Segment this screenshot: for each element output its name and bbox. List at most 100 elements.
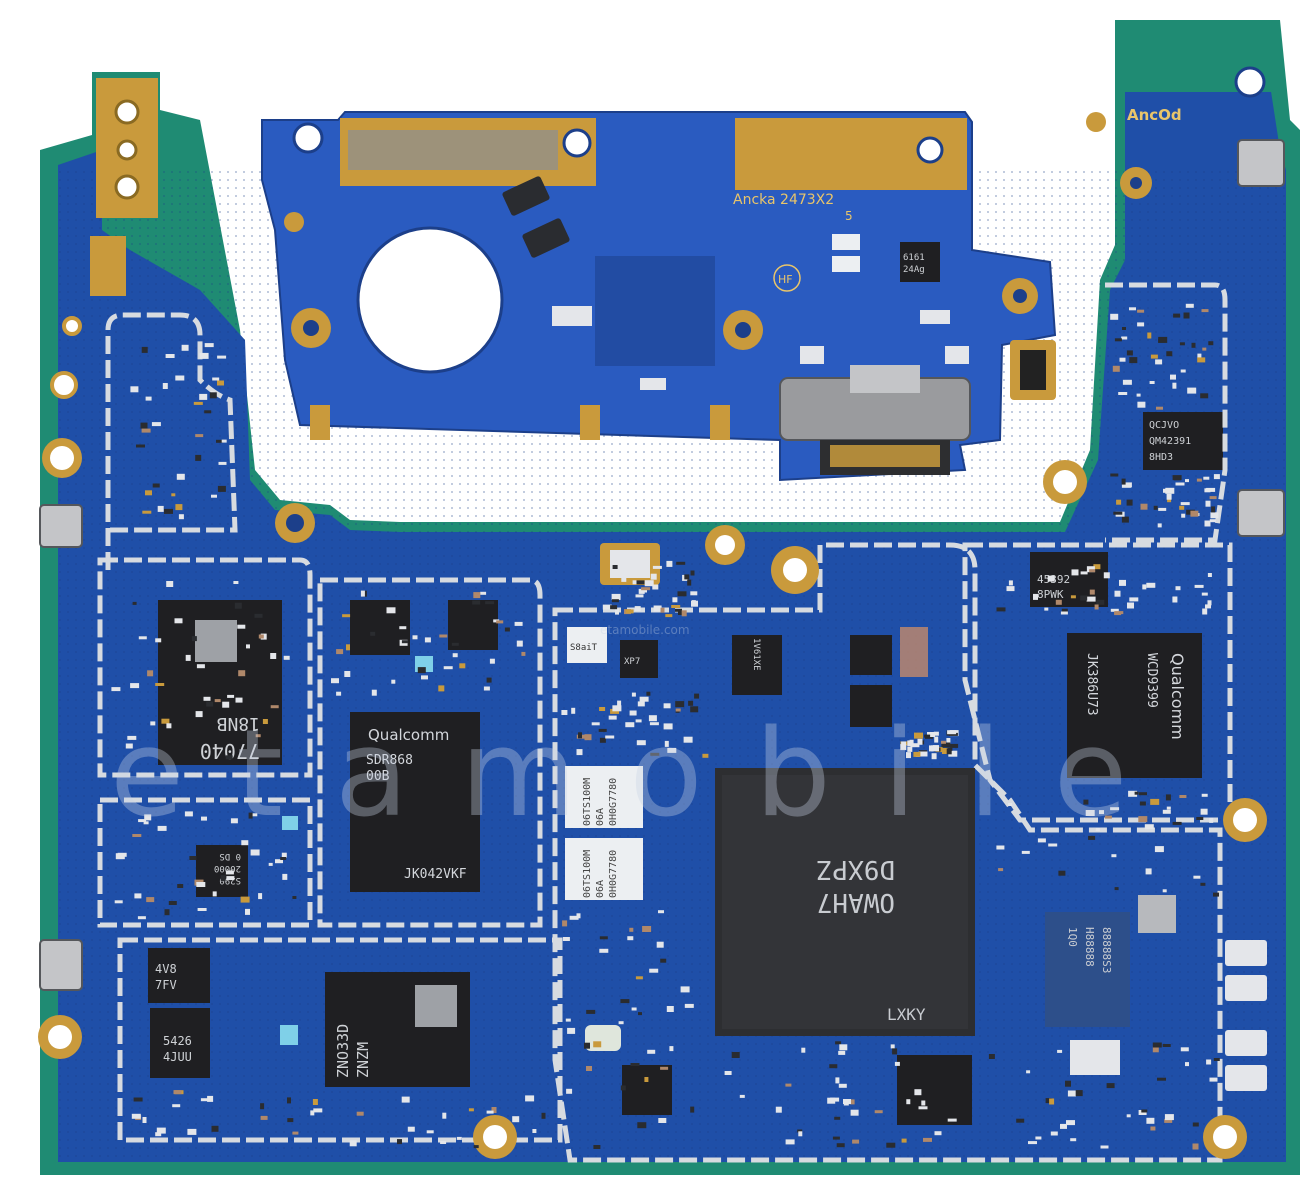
- passive-component: [155, 683, 165, 686]
- passive-component: [1026, 1070, 1031, 1074]
- passive-component: [1088, 835, 1096, 840]
- passive-component: [1121, 516, 1129, 523]
- passive-component: [666, 560, 673, 567]
- passive-component: [217, 485, 226, 492]
- right-ic-l2: QM42391: [1149, 436, 1191, 447]
- passive-component: [1180, 1047, 1189, 1052]
- passive-component: [694, 693, 700, 699]
- passive-component: [270, 653, 277, 659]
- passive-component: [1129, 597, 1139, 602]
- passive-component: [731, 1052, 740, 1058]
- passive-component: [207, 1095, 214, 1102]
- passive-component: [195, 711, 203, 718]
- passive-component: [1093, 564, 1101, 570]
- passive-component: [918, 1106, 928, 1110]
- passive-component: [131, 1113, 141, 1119]
- passive-component: [942, 748, 948, 754]
- passive-component: [152, 483, 160, 488]
- passive-component: [250, 849, 260, 856]
- mid-small-l2: 20000: [214, 863, 241, 873]
- passive-component: [615, 608, 619, 615]
- passive-component: [356, 1111, 364, 1116]
- passive-component: [1080, 595, 1088, 601]
- passive-component: [1196, 817, 1204, 820]
- pmic-a-l2: 7FV: [155, 978, 177, 992]
- passive-component: [931, 753, 937, 760]
- passive-component: [567, 1027, 576, 1034]
- passive-component: [1179, 795, 1187, 798]
- passive-component: [1154, 846, 1164, 853]
- passive-component: [892, 1048, 898, 1055]
- passive-component: [473, 1145, 479, 1149]
- right-ic-l1: QCJVO: [1149, 420, 1179, 431]
- passive-component: [360, 590, 365, 597]
- passive-component: [650, 752, 660, 756]
- passive-component: [115, 853, 125, 860]
- passive-component: [1085, 810, 1095, 816]
- usb-c-port: [779, 365, 971, 475]
- passive-component: [1114, 338, 1122, 342]
- passive-component: [1175, 482, 1185, 486]
- passive-component: [610, 708, 620, 714]
- passive-component: [241, 840, 249, 846]
- passive-component: [894, 1061, 900, 1066]
- passive-component: [1137, 322, 1145, 327]
- passive-component: [151, 422, 161, 427]
- passive-component: [914, 1089, 922, 1096]
- passive-component: [248, 812, 253, 819]
- passive-component: [175, 504, 183, 511]
- passive-component: [1162, 1044, 1171, 1047]
- passive-component: [1196, 478, 1202, 482]
- passive-component: [426, 1130, 434, 1134]
- passive-component: [147, 670, 154, 677]
- passive-component: [346, 644, 350, 651]
- passive-component: [1070, 1138, 1077, 1142]
- pmic-a: [148, 948, 210, 1003]
- passive-component: [439, 634, 448, 638]
- passive-component: [612, 705, 622, 712]
- passive-component: [1060, 611, 1068, 615]
- passive-component: [1116, 499, 1122, 505]
- passive-component: [996, 607, 1006, 612]
- passive-component: [206, 701, 214, 707]
- passive-component: [901, 741, 907, 745]
- passive-component: [262, 719, 268, 724]
- passive-component: [586, 1009, 596, 1014]
- passive-component: [1110, 473, 1119, 477]
- passive-component: [629, 710, 637, 716]
- passive-component: [1075, 1090, 1083, 1097]
- passive-component: [141, 428, 151, 433]
- passive-component: [220, 875, 226, 882]
- passive-component: [401, 1096, 410, 1103]
- subboard-silkscreen: Ancka 2473X2: [733, 192, 834, 208]
- passive-component: [142, 510, 152, 514]
- passive-component: [451, 642, 459, 646]
- passive-component: [1208, 341, 1214, 346]
- passive-component: [921, 1100, 926, 1106]
- passive-component: [1179, 342, 1185, 346]
- passive-component: [924, 734, 931, 738]
- passive-component: [178, 514, 184, 520]
- passive-component: [1146, 582, 1156, 588]
- passive-component: [1070, 595, 1076, 599]
- passive-component: [1006, 586, 1015, 592]
- right-ic: [1143, 412, 1223, 470]
- passive-component: [204, 410, 212, 414]
- crystal-b-l3: 0H0G7780: [608, 850, 619, 898]
- passive-component: [1207, 573, 1212, 577]
- passive-component: [660, 958, 667, 963]
- passive-component: [292, 896, 297, 899]
- passive-component: [1122, 379, 1132, 385]
- passive-component: [843, 1099, 851, 1104]
- passive-component: [1205, 500, 1211, 507]
- passive-component: [578, 732, 582, 739]
- passive-component: [1089, 569, 1096, 573]
- passive-component: [491, 1107, 497, 1113]
- passive-component: [292, 1131, 299, 1135]
- passive-component: [691, 600, 696, 605]
- passive-component: [676, 561, 686, 565]
- passive-component: [1083, 799, 1089, 805]
- passive-component: [1183, 312, 1190, 319]
